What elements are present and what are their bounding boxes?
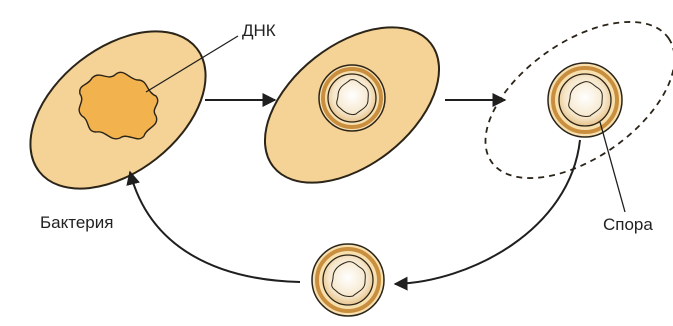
dna-label: ДНК xyxy=(242,21,276,40)
spore-label: Спора xyxy=(603,215,653,234)
arrow-spore-to-dormant xyxy=(395,140,580,284)
released-spore xyxy=(548,63,622,137)
bacterium-label: Бактерия xyxy=(40,213,113,232)
forming-spore xyxy=(319,65,385,131)
arrow-germination-to-bacterium xyxy=(130,172,300,282)
dormant-spore xyxy=(312,244,384,316)
spore-pointer-line xyxy=(600,122,625,212)
